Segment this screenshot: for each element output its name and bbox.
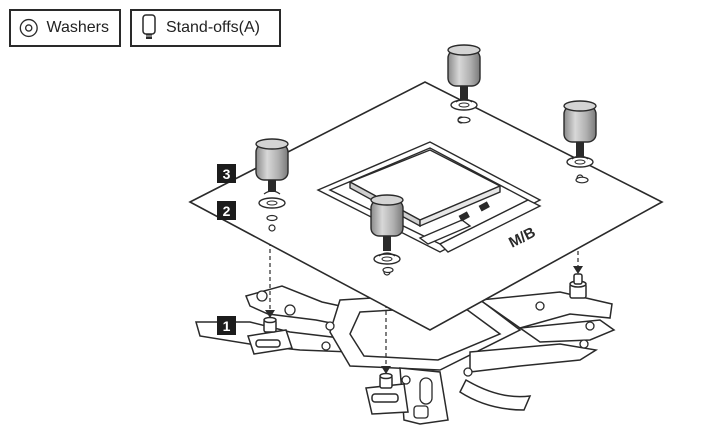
legend-washers: Washers [9, 9, 121, 47]
step-badge-1: 1 [217, 316, 236, 335]
legend-standoffs-label: Stand-offs(A) [166, 19, 260, 36]
standoff-icon [142, 14, 156, 39]
standoff-left [255, 138, 289, 209]
legend-washers-label: Washers [46, 19, 109, 36]
guide-arrowheads [265, 266, 583, 374]
bracket-holes [256, 290, 595, 419]
legend-standoffs: Stand-offs(A) [130, 9, 281, 47]
step-badge-2: 2 [217, 201, 236, 220]
standoff-right [563, 100, 597, 168]
standoff-top [447, 44, 481, 111]
standoff-front [370, 194, 404, 265]
motherboard-holes [266, 116, 589, 276]
washer-icon [19, 18, 38, 38]
bracket-posts [247, 273, 587, 415]
step-badge-3: 3 [217, 164, 236, 183]
